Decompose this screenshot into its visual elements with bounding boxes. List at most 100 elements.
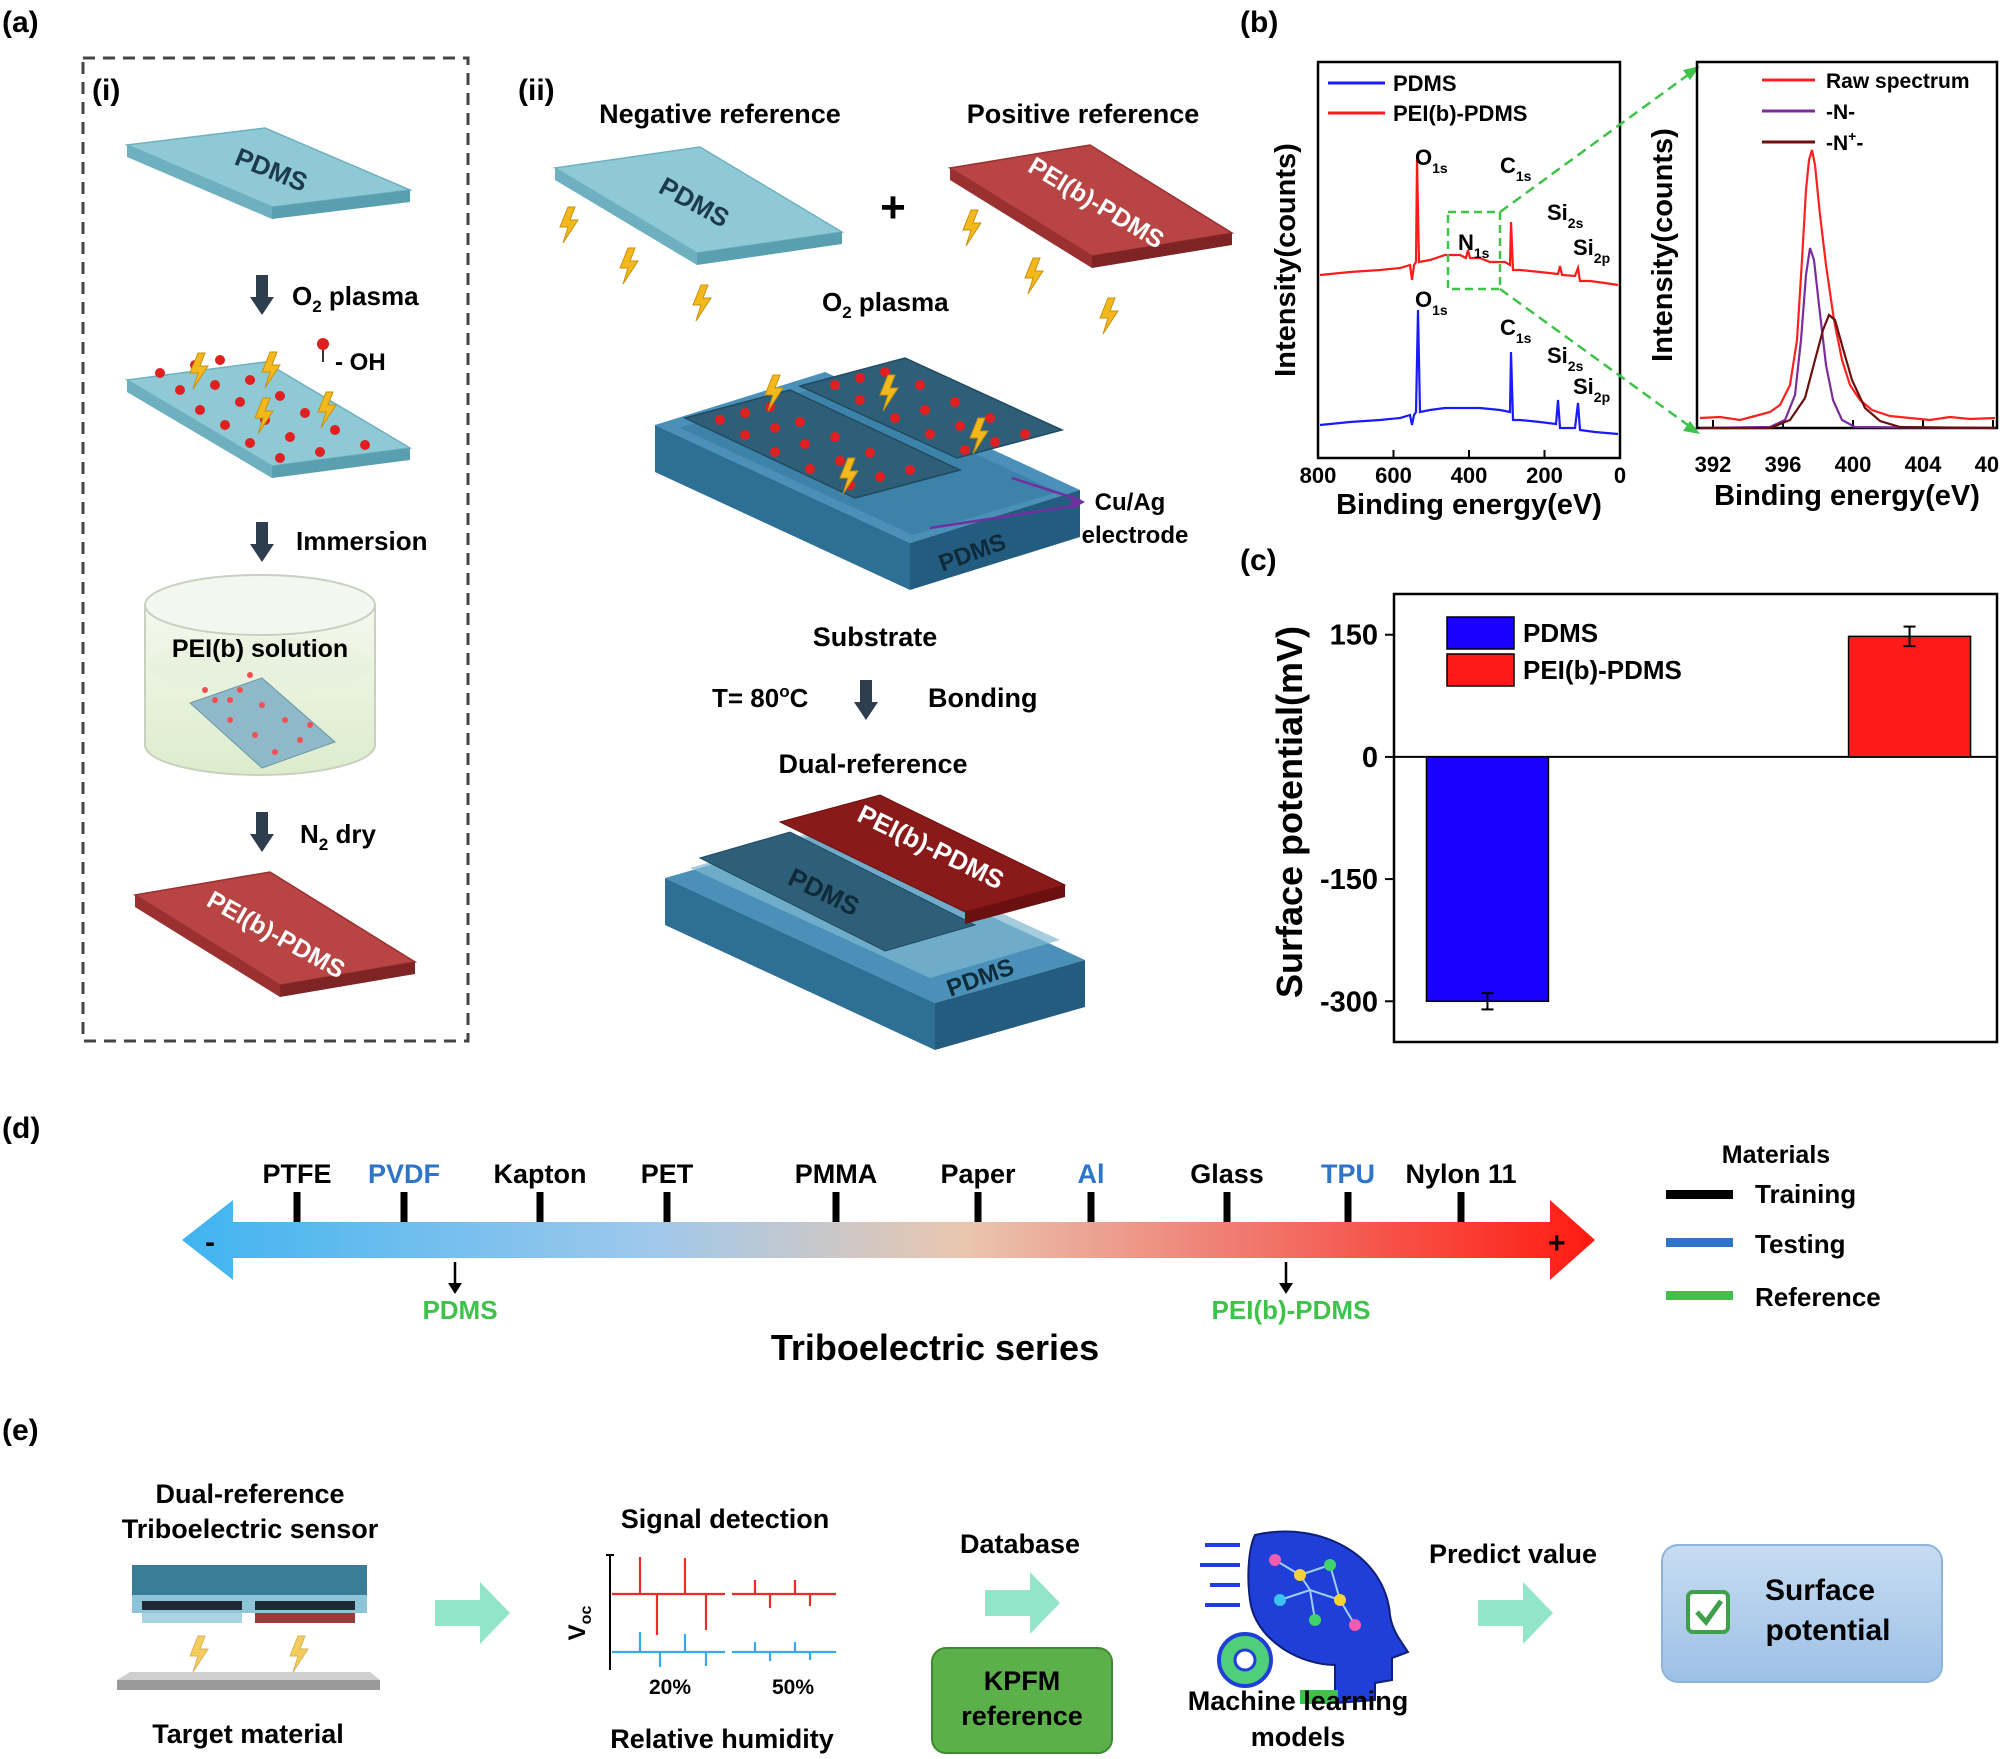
output-label-1: Surface: [1765, 1574, 1875, 1607]
down-arrow-icon: [250, 812, 274, 852]
n1s-xtick: 392: [1695, 452, 1732, 477]
bar-ytick-label: -300: [1320, 986, 1378, 1018]
zoom-connector: [1499, 70, 1693, 214]
database-label: Database: [960, 1529, 1080, 1559]
plasma-treated-slab: [124, 351, 413, 478]
survey-xlabel: Binding energy(eV): [1336, 489, 1602, 521]
series-tick: [1457, 1192, 1465, 1222]
positive-reference-label: Positive reference: [967, 99, 1200, 129]
plus-sign-series: +: [1548, 1227, 1566, 1260]
series-tick: [663, 1192, 671, 1222]
series-material-label: PVDF: [368, 1159, 440, 1189]
n1s-trace-raw: [1699, 149, 1996, 422]
checkbox-icon: [1686, 1590, 1730, 1634]
down-arrow-icon: [250, 522, 274, 562]
signal-title: Signal detection: [621, 1504, 830, 1534]
bar-legend-pdms: PDMS: [1523, 618, 1598, 648]
electrode-pointer: [929, 503, 1081, 530]
dashed-frame: [81, 56, 470, 1043]
electrode-label-2: electrode: [1082, 522, 1189, 549]
substrate-label: Substrate: [813, 622, 938, 652]
positive-reference-slab: PEI(b)-PDMS: [947, 144, 1235, 335]
n1s-xtick: 396: [1765, 452, 1802, 477]
sensor-title-1: Dual-reference: [155, 1479, 344, 1509]
survey-trace-pei: [1319, 159, 1619, 287]
output-box: [1661, 1544, 1943, 1683]
kpfm-label-1: KPFM: [984, 1666, 1061, 1696]
beaker-label: PEI(b) solution: [172, 635, 348, 663]
ref-arrowhead: [448, 1283, 462, 1294]
sensor-title-2: Triboelectric sensor: [122, 1514, 379, 1544]
bar-ylabel: Surface potential(mV): [1269, 626, 1310, 998]
survey-xtick: 600: [1375, 463, 1412, 488]
bar-1: [1847, 635, 1972, 758]
temperature-label: T= 80oC: [712, 682, 809, 713]
series-tick: [293, 1192, 301, 1222]
n1s-legend-raw: Raw spectrum: [1826, 70, 1970, 93]
signal-plot: Voc: [564, 1554, 836, 1670]
survey-xticks: 800 600 400 200 0: [1300, 450, 1626, 488]
target-material-label: Target material: [152, 1719, 344, 1749]
n1s-plot-frame: [1695, 60, 1999, 430]
hydroxyl-icon: [317, 338, 329, 362]
n1s-trace-nplus: [1700, 313, 1996, 430]
voc-label: Voc: [564, 1606, 595, 1641]
kpfm-label-2: reference: [961, 1701, 1083, 1731]
series-tick: [1344, 1192, 1352, 1222]
bar-0: [1425, 756, 1550, 1003]
n1s-ylabel: Intensity(counts): [1647, 128, 1679, 362]
survey-trace-pdms: [1319, 309, 1619, 436]
ml-label-2: models: [1251, 1722, 1346, 1752]
bar-ytick-label: 0: [1362, 742, 1378, 774]
electrode-arrowhead: [1070, 494, 1085, 509]
rh-label: Relative humidity: [610, 1724, 834, 1754]
series-material-label: PMMA: [795, 1159, 878, 1189]
legend-swatch-reference: [1666, 1291, 1733, 1300]
survey-peak-labels: O1s N1s C1s Si2s Si2p O1s C1s Si2s Si2p: [1415, 145, 1610, 405]
legend-training: Training: [1755, 1179, 1856, 1209]
panel-d-label: (d): [2, 1112, 40, 1145]
rh-20-label: 20%: [649, 1676, 691, 1699]
predict-label: Predict value: [1429, 1539, 1597, 1569]
zoom-arrowhead: [1683, 421, 1700, 434]
bar-legend-pei: PEI(b)-PDMS: [1523, 655, 1682, 685]
oh-label: - OH: [335, 349, 386, 376]
peak-si2p-top: Si2p: [1573, 235, 1610, 266]
down-arrow-icon: [250, 275, 274, 315]
panel-c-label: (c): [1240, 544, 1277, 577]
pei-slab: PEI(b)-PDMS: [132, 871, 418, 997]
flow-arrow-icon: [435, 1582, 510, 1644]
peak-si2p-bottom: Si2p: [1573, 374, 1610, 405]
legend-testing: Testing: [1755, 1229, 1846, 1259]
peak-si2s-bottom: Si2s: [1547, 343, 1584, 374]
kpfm-reference-box: [931, 1647, 1113, 1754]
bar-marks: [1425, 625, 1972, 1011]
negative-reference-label: Negative reference: [599, 99, 841, 129]
device-assembly: PDMS: [655, 357, 1080, 590]
sensor-illustration: [117, 1565, 380, 1690]
ref-arrowhead: [1279, 1283, 1293, 1294]
legend-reference: Reference: [1755, 1282, 1881, 1312]
ref-label-pdms: PDMS: [422, 1295, 497, 1325]
survey-xtick: 0: [1614, 463, 1626, 488]
dual-reference-device: PEI(b)-PDMS PDMS PDMS: [665, 794, 1085, 1050]
sub-label-i: (i): [92, 74, 120, 107]
legend-swatch-testing: [1666, 1238, 1733, 1247]
down-arrow-icon: [854, 680, 878, 720]
peak-n1s-top: N1s: [1458, 230, 1490, 261]
survey-legend-pdms: PDMS: [1393, 71, 1457, 96]
o2-plasma-label-2: O2 plasma: [822, 287, 949, 322]
series-tick: [832, 1192, 840, 1222]
n1s-xlabel: Binding energy(eV): [1714, 480, 1980, 512]
peak-c1s-bottom: C1s: [1500, 315, 1532, 346]
output-label-2: potential: [1766, 1614, 1891, 1647]
peak-si2s-top: Si2s: [1547, 200, 1584, 231]
n1s-legend-n: -N-: [1826, 101, 1855, 124]
survey-xtick: 200: [1526, 463, 1563, 488]
flow-arrow-icon: [1478, 1582, 1553, 1644]
series-material-label: Glass: [1190, 1159, 1264, 1189]
sub-label-ii: (ii): [518, 74, 555, 107]
series-material-label: Al: [1078, 1159, 1105, 1189]
beaker: PEI(b) solution: [144, 574, 376, 776]
